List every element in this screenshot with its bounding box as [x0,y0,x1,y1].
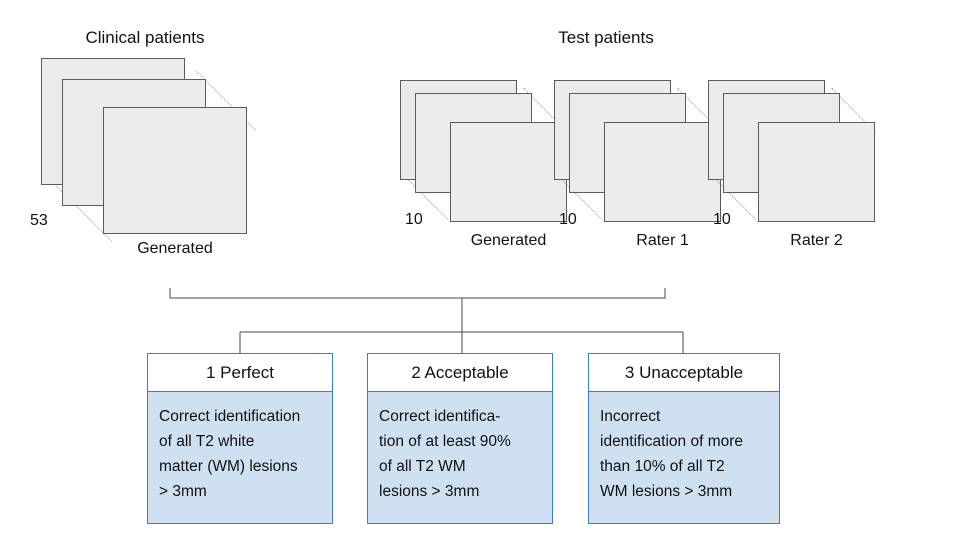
rating-header-unacceptable: 3 Unacceptable [589,354,779,392]
stack-card-front [604,122,721,222]
stack-card-front [758,122,875,222]
group-title-test: Test patients [558,28,654,47]
rating-body-perfect: Correct identification of all T2 white m… [159,408,301,500]
stack-label-test-rater-1: Rater 1 [636,232,689,249]
stack-count-test-rater-2: 10 [713,211,731,228]
stack-count-test-generated: 10 [405,211,423,228]
stack-label-test-rater-2: Rater 2 [790,232,843,249]
rating-box-acceptable[interactable]: 2 Acceptable Correct identifica- tion of… [367,353,553,524]
stack-count-test-rater-1: 10 [559,211,577,228]
rating-body-acceptable: Correct identifica- tion of at least 90%… [379,408,511,500]
rating-body-unacceptable: Incorrect identification of more than 10… [600,408,744,500]
rating-box-perfect[interactable]: 1 Perfect Correct identification of all … [147,353,333,524]
rating-header-acceptable: 2 Acceptable [368,354,552,392]
stack-label-clinical-generated: Generated [137,240,213,257]
stack-card-front [450,122,567,222]
stack-count-clinical: 53 [30,212,48,229]
rating-box-unacceptable[interactable]: 3 Unacceptable Incorrect identification … [588,353,780,524]
rating-header-perfect: 1 Perfect [148,354,332,392]
stack-label-test-generated: Generated [470,232,547,249]
stack-card-front [103,107,247,234]
group-title-clinical: Clinical patients [85,28,205,47]
